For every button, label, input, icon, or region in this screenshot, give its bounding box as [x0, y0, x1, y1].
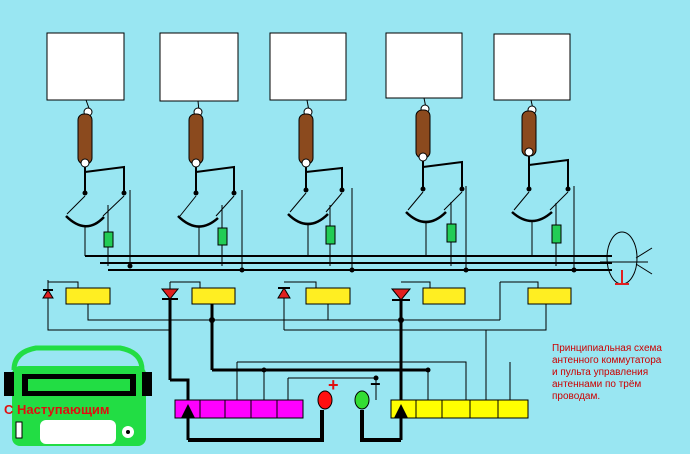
- power-terminals: [188, 390, 401, 442]
- diode: [160, 288, 180, 300]
- diode: [42, 289, 54, 299]
- antenna-box: [493, 33, 571, 101]
- coax-connector: [600, 231, 653, 285]
- caption-line: антенного коммутатора: [552, 355, 662, 366]
- relay-coil: [415, 109, 431, 159]
- antenna-unit-3: [269, 32, 353, 270]
- relay-coil: [298, 113, 314, 165]
- caption-line: антеннами по трём: [552, 379, 642, 390]
- antenna-unit-1: [46, 32, 131, 266]
- relay-control-block-4: [390, 281, 466, 380]
- choke: [217, 227, 228, 246]
- choke: [446, 223, 457, 243]
- minus-sign: −: [370, 374, 381, 394]
- relay-control-block-5: [212, 281, 572, 331]
- schematic-caption: Принципиальная схема антенного коммутато…: [552, 343, 687, 403]
- diode: [277, 287, 291, 299]
- relay-control-block-1: [42, 280, 230, 331]
- relay-coil: [188, 113, 204, 165]
- cable-bus: [85, 255, 612, 273]
- control-panel-right: [390, 399, 529, 440]
- caption-line: проводам.: [552, 391, 601, 402]
- diode: [390, 288, 412, 301]
- relay-control-block-3: [277, 281, 351, 330]
- selector-arrow: [394, 404, 408, 418]
- antenna-unit-5: [493, 33, 575, 270]
- relay-control-block-2: [160, 281, 236, 380]
- minus-terminal: [354, 390, 370, 410]
- antenna-box: [269, 32, 347, 101]
- plus-terminal: [317, 390, 333, 410]
- antenna-unit-4: [385, 32, 467, 270]
- choke: [325, 225, 336, 245]
- caption-line: и пульта управления: [552, 367, 649, 378]
- antenna-unit-2: [159, 32, 243, 270]
- radio-label: С Наступающим: [4, 402, 110, 417]
- selector-arrow: [181, 404, 195, 418]
- panel-wiring: [170, 330, 511, 400]
- antenna-box: [159, 32, 239, 102]
- control-panel-left: [174, 399, 304, 440]
- choke: [103, 231, 114, 248]
- antenna-box: [385, 32, 463, 99]
- choke: [551, 224, 562, 244]
- caption-line: Принципиальная схема: [552, 343, 662, 354]
- relay-coil: [77, 113, 93, 165]
- plus-sign: +: [328, 375, 339, 395]
- antenna-box: [46, 32, 125, 101]
- radio-icon: [4, 345, 152, 446]
